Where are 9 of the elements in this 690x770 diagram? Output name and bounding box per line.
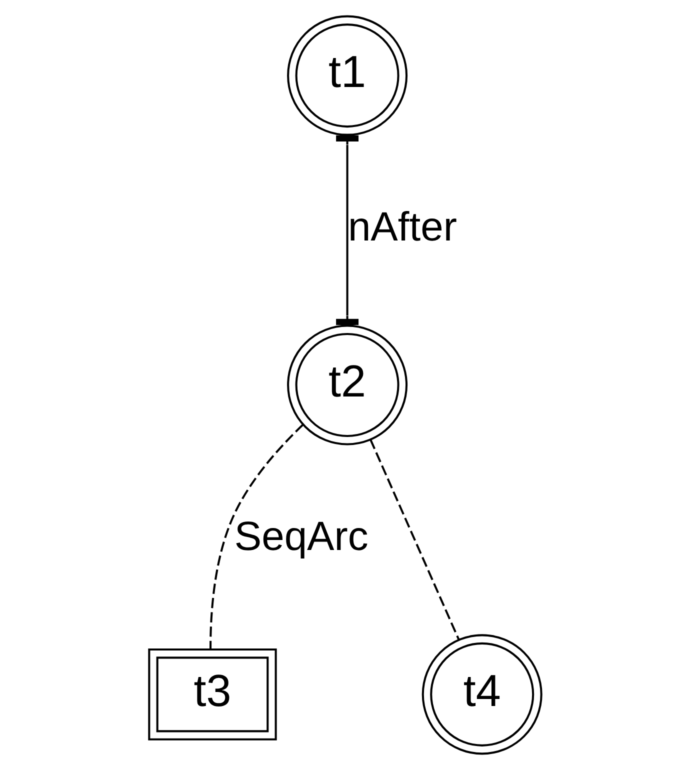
- node-circle: t1: [287, 15, 408, 136]
- node-box: t3: [148, 648, 277, 740]
- connector: [370, 439, 460, 640]
- connector: [336, 134, 359, 326]
- connector: [209, 424, 304, 650]
- node-circle: t2: [287, 324, 408, 446]
- edge-label: SeqArc: [234, 512, 368, 559]
- edge-label: nAfter: [348, 204, 457, 250]
- node-circle: t4: [422, 634, 542, 755]
